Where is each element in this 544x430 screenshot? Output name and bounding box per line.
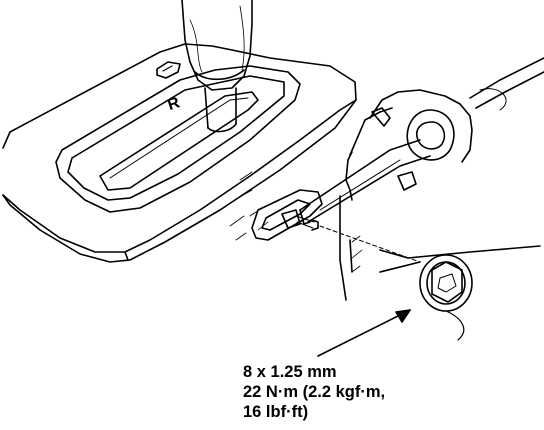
torque-specification: 8 x 1.25 mm 22 N·m (2.2 kgf·m, 16 lbf·ft…	[243, 362, 533, 422]
flange-bolt	[419, 254, 473, 341]
shift-lever	[181, 0, 253, 133]
console-housing	[2, 43, 357, 263]
torque-text-line1: 22 N·m (2.2 kgf·m,	[243, 383, 386, 401]
leader-arrow	[317, 309, 411, 357]
torque-text-line2: 16 lbf·ft)	[243, 403, 309, 421]
shift-cable	[251, 57, 544, 301]
shift-position-letter: R	[166, 94, 183, 114]
bolt-size-text: 8 x 1.25 mm	[243, 363, 337, 381]
